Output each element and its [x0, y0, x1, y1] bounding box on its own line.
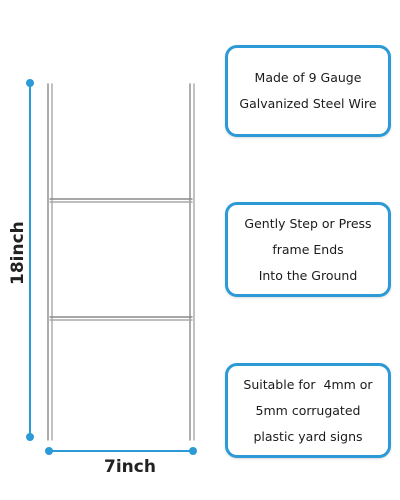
material-callout: Made of 9 Gauge Galvanized Steel Wire — [225, 45, 391, 137]
callout-text: Into the Ground — [258, 267, 358, 283]
compatibility-callout: Suitable for 4mm or 5mm corrugated plast… — [225, 363, 391, 458]
callout-text: plastic yard signs — [253, 428, 363, 444]
height-dimension-bottom-dot — [26, 433, 34, 441]
callout-text: Made of 9 Gauge — [254, 70, 362, 85]
callout-text: Galvanized Steel Wire — [239, 96, 377, 111]
width-dimension-left-dot — [45, 447, 53, 455]
wire-frame — [47, 83, 195, 441]
callout-text: frame Ends — [272, 241, 344, 257]
callout-text: Suitable for 4mm or — [243, 376, 373, 392]
height-dimension-top-dot — [26, 79, 34, 87]
callout-text: 5mm corrugated — [255, 402, 361, 418]
width-dimension — [45, 447, 197, 455]
width-label: 7inch — [104, 457, 156, 477]
height-dimension — [26, 79, 34, 441]
callout-text: Gently Step or Press — [244, 215, 372, 231]
width-dimension-right-dot — [189, 447, 197, 455]
height-label: 18inch — [8, 221, 28, 285]
installation-callout: Gently Step or Press frame Ends Into the… — [225, 202, 391, 297]
